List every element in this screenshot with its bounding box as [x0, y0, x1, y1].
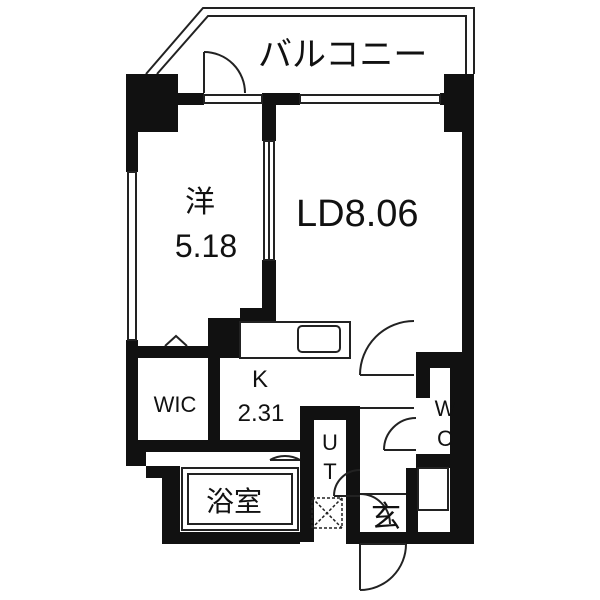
washing-machine-pan — [311, 497, 343, 529]
utility-label-u: U — [322, 430, 338, 455]
toilet-label-c: C — [437, 426, 453, 451]
windows — [127, 94, 441, 341]
bathroom-label: 浴室 — [205, 486, 262, 517]
living-dining-label: LD8.06 — [296, 193, 419, 235]
wc-room — [417, 467, 449, 511]
doors — [164, 51, 417, 591]
entrance-label: 玄 — [371, 501, 401, 534]
balcony-railing — [145, 7, 475, 75]
kitchen-size: 2.31 — [237, 400, 285, 427]
kitchen-label: K — [251, 366, 268, 393]
kitchen-counter — [239, 321, 351, 359]
western-room-size: 5.18 — [174, 228, 238, 264]
bathtub — [181, 467, 299, 531]
toilet-label-w: W — [434, 396, 456, 421]
balcony-label: バルコニー — [258, 36, 428, 74]
utility-label-t: T — [323, 459, 337, 484]
walk-in-closet-label: WIC — [153, 392, 197, 417]
walls — [126, 74, 474, 544]
western-room-label: 洋 — [185, 186, 215, 219]
